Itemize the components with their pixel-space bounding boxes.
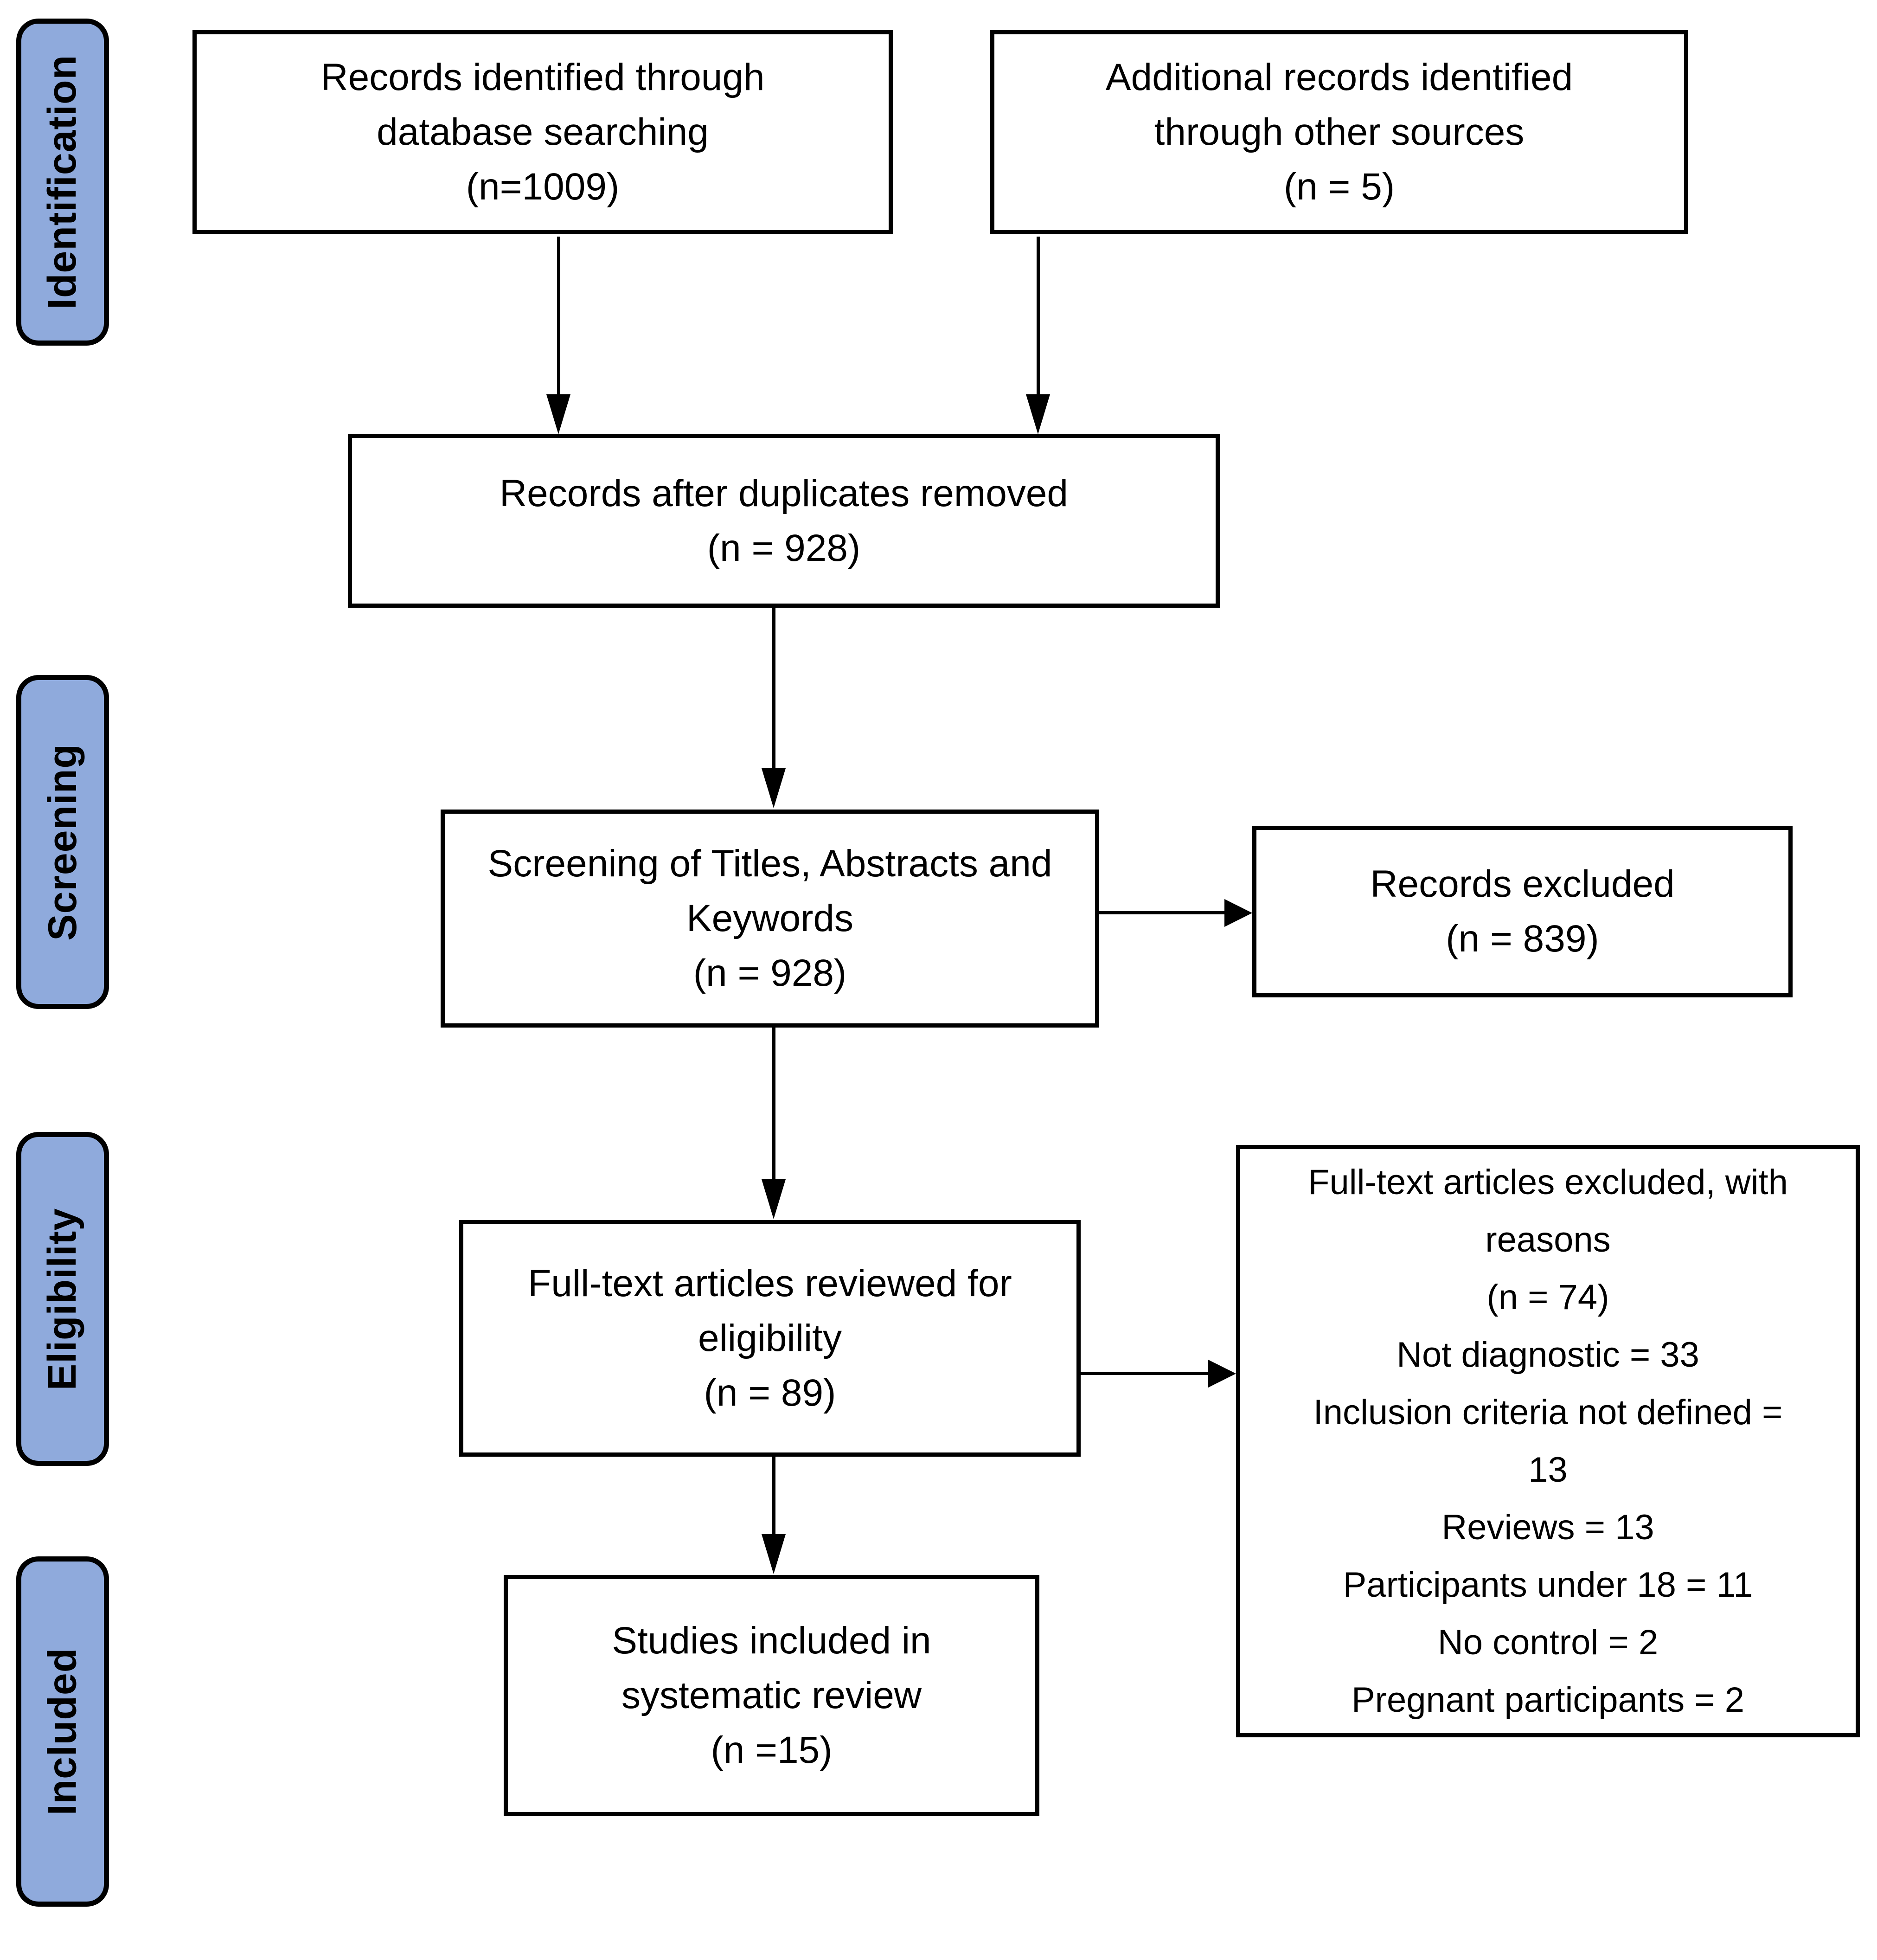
- box-line: Full-text articles excluded, with: [1308, 1162, 1788, 1202]
- stage-label-text: Screening: [40, 743, 85, 941]
- box-line: Keywords: [686, 897, 854, 939]
- box-line: through other sources: [1154, 111, 1525, 153]
- box-line: Full-text articles reviewed for: [528, 1262, 1012, 1305]
- arrow-identified-to-duplicates-line: [557, 237, 560, 397]
- stage-label-identification: Identification: [16, 19, 109, 346]
- box-line: eligibility: [698, 1317, 842, 1359]
- box-line: (n = 928): [707, 527, 861, 569]
- box-line: database searching: [377, 111, 709, 153]
- box-fulltext-excluded-reasons: Full-text articles excluded, with reason…: [1236, 1145, 1860, 1737]
- arrow-screening-to-fulltext-head-icon: [762, 1179, 786, 1219]
- box-line: Studies included in: [612, 1619, 931, 1662]
- stage-label-text: Identification: [40, 54, 85, 310]
- stage-label-eligibility: Eligibility: [16, 1132, 109, 1466]
- box-line: No control = 2: [1437, 1622, 1659, 1662]
- arrow-fulltext-to-reasons-head-icon: [1208, 1360, 1236, 1388]
- box-records-excluded: Records excluded (n = 839): [1252, 826, 1793, 997]
- box-line: Records excluded: [1370, 863, 1675, 905]
- stage-label-text: Included: [40, 1647, 85, 1816]
- box-after-duplicates-removed: Records after duplicates removed (n = 92…: [348, 434, 1220, 608]
- box-line: (n=1009): [466, 166, 620, 208]
- arrow-screening-to-fulltext-line: [772, 1028, 775, 1182]
- box-line: 13: [1528, 1450, 1568, 1490]
- box-line: Screening of Titles, Abstracts and: [487, 842, 1052, 885]
- box-line: Records identified through: [320, 56, 765, 98]
- box-line: Inclusion criteria not defined =: [1313, 1392, 1783, 1432]
- box-line: Pregnant participants = 2: [1351, 1680, 1745, 1720]
- arrow-fulltext-to-included-line: [772, 1457, 775, 1536]
- box-line: reasons: [1485, 1220, 1611, 1260]
- arrow-additional-to-duplicates-head-icon: [1026, 394, 1050, 434]
- stage-label-text: Eligibility: [40, 1208, 85, 1390]
- box-studies-included: Studies included in systematic review (n…: [504, 1575, 1039, 1816]
- box-line: (n = 5): [1283, 166, 1395, 208]
- stage-label-screening: Screening: [16, 675, 109, 1009]
- arrow-screening-to-excluded-head-icon: [1224, 899, 1252, 927]
- box-additional-records: Additional records identified through ot…: [990, 30, 1688, 234]
- arrow-fulltext-to-included-head-icon: [762, 1534, 786, 1574]
- box-line: (n =15): [711, 1729, 833, 1771]
- box-line: (n = 928): [693, 952, 847, 994]
- box-screening-titles-abstracts: Screening of Titles, Abstracts and Keywo…: [441, 810, 1099, 1028]
- box-fulltext-reviewed: Full-text articles reviewed for eligibil…: [459, 1220, 1081, 1457]
- box-line: (n = 74): [1486, 1277, 1609, 1317]
- arrow-fulltext-to-reasons-line: [1081, 1372, 1211, 1375]
- box-records-identified: Records identified through database sear…: [192, 30, 893, 234]
- box-line: Additional records identified: [1105, 56, 1573, 98]
- arrow-additional-to-duplicates-line: [1037, 237, 1040, 397]
- arrow-identified-to-duplicates-head-icon: [546, 394, 570, 434]
- arrow-screening-to-excluded-line: [1099, 911, 1227, 914]
- arrow-duplicates-to-screening-line: [772, 608, 775, 770]
- stage-label-included: Included: [16, 1556, 109, 1907]
- box-line: Participants under 18 = 11: [1343, 1565, 1753, 1605]
- box-line: Records after duplicates removed: [499, 472, 1069, 514]
- box-line: Not diagnostic = 33: [1397, 1335, 1699, 1375]
- box-line: Reviews = 13: [1441, 1507, 1654, 1547]
- box-line: systematic review: [621, 1674, 922, 1716]
- box-line: (n = 839): [1446, 918, 1599, 960]
- arrow-duplicates-to-screening-head-icon: [762, 768, 786, 808]
- box-line: (n = 89): [704, 1372, 836, 1414]
